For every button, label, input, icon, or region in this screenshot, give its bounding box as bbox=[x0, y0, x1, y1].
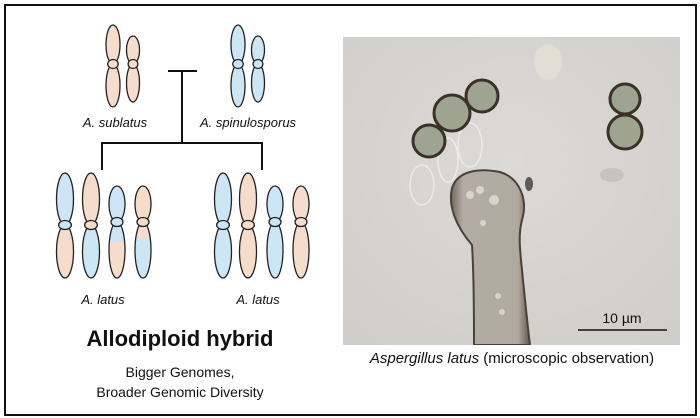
hybrid-title: Allodiploid hybrid bbox=[87, 326, 274, 351]
cross-lines bbox=[101, 70, 263, 170]
chromosome-latus2-1 bbox=[213, 172, 233, 279]
chromosome-latus1-4 bbox=[134, 185, 152, 279]
subtitle-line-2: Broader Genomic Diversity bbox=[96, 384, 263, 400]
chromosome-latus1-3 bbox=[108, 185, 126, 279]
chromosome-latus2-2 bbox=[238, 172, 258, 279]
photo-caption: Aspergillus latus (microscopic observati… bbox=[369, 350, 654, 367]
chromosome-latus2-4 bbox=[292, 185, 310, 279]
chromosome-diagram bbox=[55, 24, 310, 279]
parent-label-spinulosporus: A. spinulosporus bbox=[199, 115, 297, 130]
chromosome-latus1-2 bbox=[81, 172, 101, 279]
micrograph: 10 µm bbox=[343, 37, 680, 345]
chromosome-sublatus-1 bbox=[105, 24, 121, 108]
subtitle-line-1: Bigger Genomes, bbox=[126, 364, 235, 380]
chromosome-sublatus-2 bbox=[125, 35, 141, 103]
chromosome-spinulosporus-2 bbox=[250, 35, 266, 103]
chromosome-spinulosporus-1 bbox=[230, 24, 246, 108]
scale-bar-label: 10 µm bbox=[602, 310, 641, 326]
caption-rest: (microscopic observation) bbox=[483, 350, 654, 367]
parent-label-sublatus: A. sublatus bbox=[82, 115, 148, 130]
figure-border bbox=[4, 4, 697, 416]
chromosome-latus1-1 bbox=[55, 172, 75, 279]
caption-species: Aspergillus latus bbox=[369, 350, 480, 367]
offspring-label-2: A. latus bbox=[235, 292, 280, 307]
offspring-label-1: A. latus bbox=[80, 292, 125, 307]
chromosome-latus2-3 bbox=[266, 185, 284, 279]
